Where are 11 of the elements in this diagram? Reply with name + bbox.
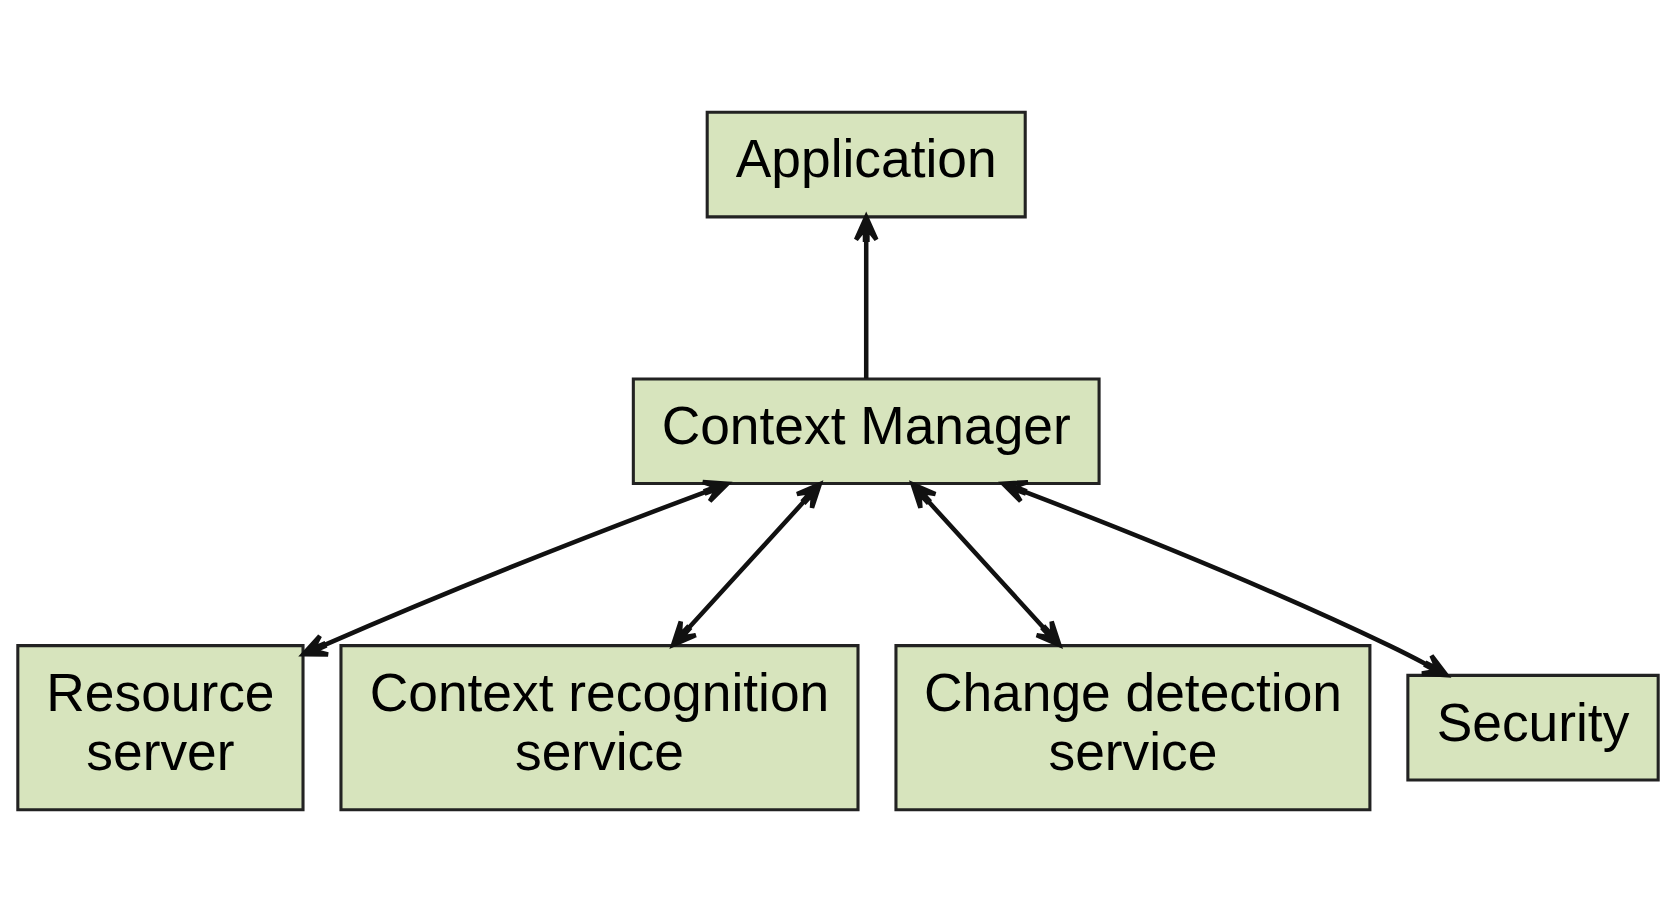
arrow — [670, 482, 822, 648]
arrow — [909, 482, 1062, 648]
node-box: Change detection service — [893, 644, 1371, 812]
node-box: Resource server — [15, 644, 305, 812]
arrow — [1000, 479, 1449, 678]
node-box: Context recognition service — [338, 644, 860, 812]
arrow — [300, 479, 730, 657]
node-box: Application — [705, 110, 1027, 219]
arrow — [853, 214, 879, 379]
node-box: Security — [1405, 673, 1660, 782]
node-box: Context Manager — [631, 377, 1101, 486]
